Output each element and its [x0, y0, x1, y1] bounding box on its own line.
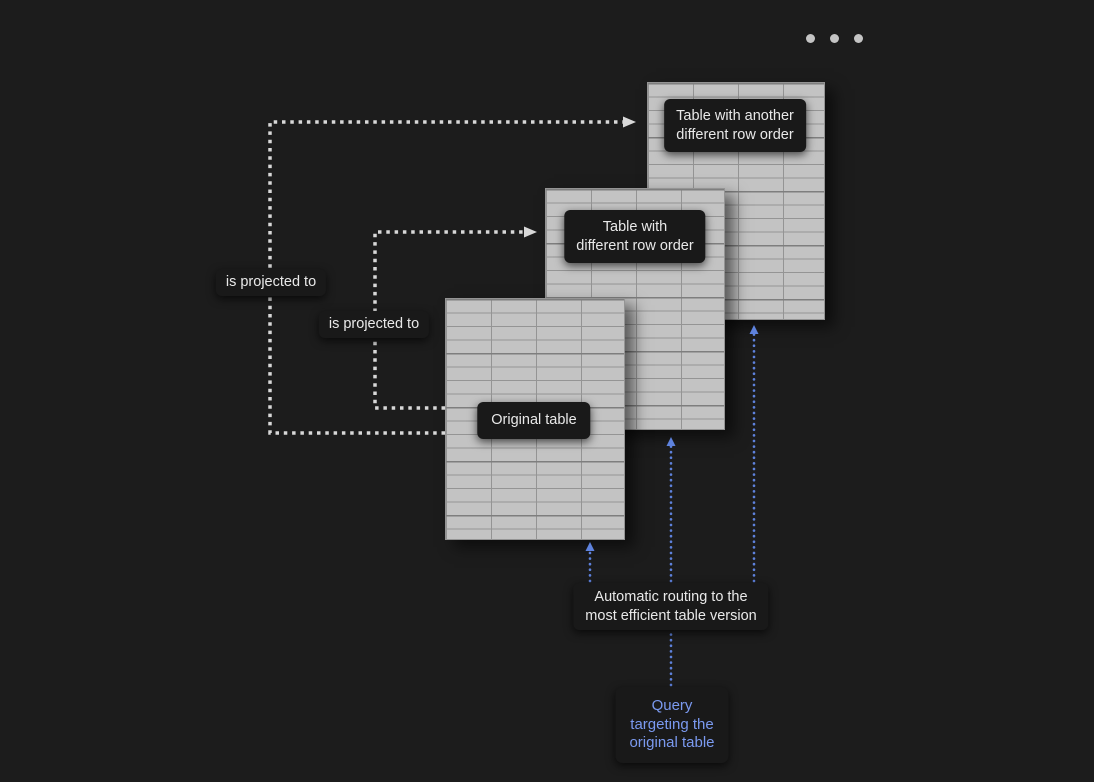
slide-dot-2[interactable]	[830, 34, 839, 43]
label-is-projected-to-2: is projected to	[318, 311, 430, 338]
slide-dot-1[interactable]	[806, 34, 815, 43]
slide-dot-3[interactable]	[854, 34, 863, 43]
label-table-different-row-order: Table with different row order	[564, 210, 706, 263]
label-automatic-routing: Automatic routing to the most efficient …	[573, 583, 769, 630]
label-original-table: Original table	[477, 402, 591, 439]
slide-indicator	[806, 34, 863, 43]
label-is-projected-to-1: is projected to	[215, 269, 327, 296]
query-box: Query targeting the original table	[615, 687, 729, 763]
label-table-another-row-order: Table with another different row order	[664, 99, 806, 152]
